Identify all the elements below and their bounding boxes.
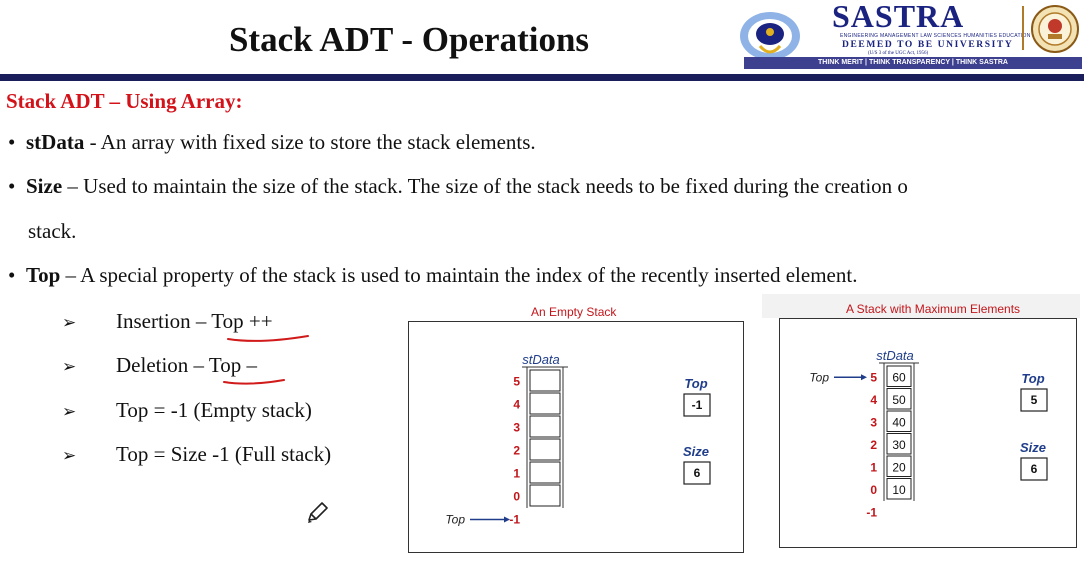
size-field-value: 6 <box>1031 462 1038 476</box>
full-stack-title: A Stack with Maximum Elements <box>846 302 1021 316</box>
handwritten-underline <box>223 335 309 385</box>
stack-index: 0 <box>870 483 877 497</box>
brand-deemed: DEEMED TO BE UNIVERSITY <box>842 40 1014 50</box>
bullet-size: • Size – Used to maintain the size of the… <box>8 174 908 199</box>
slide-title: Stack ADT - Operations <box>228 20 590 59</box>
brand-ugc: (U/S 3 of the UGC Act, 1956) <box>868 51 929 56</box>
section-heading: Stack ADT – Using Array: <box>6 89 243 113</box>
university-emblem-icon <box>740 12 800 60</box>
stack-cell-value: 60 <box>892 370 906 384</box>
stack-cell-value: 40 <box>892 415 906 429</box>
sub-point: ➢ Top = Size -1 (Full stack) <box>62 442 331 467</box>
stack-index: 2 <box>870 438 877 452</box>
stack-index: 4 <box>513 398 520 412</box>
arrow-bullet-icon: ➢ <box>62 446 77 466</box>
sub-point: ➢ Top = -1 (Empty stack) <box>62 398 312 423</box>
stack-cell <box>886 365 912 387</box>
stack-cell <box>529 415 561 438</box>
sub-point-text: Insertion – Top ++ <box>116 309 273 333</box>
top-field-box <box>1020 388 1048 412</box>
stack-index: 5 <box>513 375 520 389</box>
top-field-value: 5 <box>1031 393 1038 407</box>
top-pointer-label: Top <box>809 370 829 384</box>
bullet-text: - An array with fixed size to store the … <box>84 130 536 154</box>
bullet-text: – A special property of the stack is use… <box>60 263 858 287</box>
stack-cell <box>886 433 912 455</box>
arrow-bullet-icon: ➢ <box>62 313 77 333</box>
stack-index: 0 <box>513 490 520 504</box>
stack-index: 4 <box>870 393 877 407</box>
stack-cell-value: 20 <box>892 460 906 474</box>
bullet-top: • Top – A special property of the stack i… <box>8 263 857 288</box>
stack-cell-value: 10 <box>892 483 906 497</box>
stack-index: 2 <box>513 444 520 458</box>
size-field-box <box>1020 457 1048 481</box>
top-pointer-label: Top <box>445 513 465 527</box>
arrow-head-icon <box>504 516 510 523</box>
brand-tagline: THINK MERIT | THINK TRANSPARENCY | THINK… <box>818 59 1008 66</box>
array-label: stData <box>522 352 560 367</box>
stack-cell-value: 50 <box>892 393 906 407</box>
bullet-term: Top <box>26 263 61 287</box>
stack-cell <box>529 392 561 415</box>
stack-index: 1 <box>513 467 520 481</box>
bullet-dot: • <box>8 263 16 287</box>
top-field-label: Top <box>1021 371 1044 386</box>
panel-title-band <box>762 294 1080 318</box>
bullet-term: stData <box>26 130 85 154</box>
sub-point-text: Top = -1 (Empty stack) <box>116 398 312 422</box>
sub-point-text: Top = Size -1 (Full stack) <box>116 442 332 466</box>
stack-cell <box>886 388 912 410</box>
brand-name: SASTRA <box>832 0 965 34</box>
sub-point-text: Deletion – Top – <box>116 353 258 377</box>
header-rule <box>0 74 1084 81</box>
sub-point: ➢ Deletion – Top – <box>62 353 257 378</box>
arrow-bullet-icon: ➢ <box>62 357 77 377</box>
stack-cell <box>529 461 561 484</box>
top-field-value: -1 <box>692 398 703 412</box>
stack-cell <box>529 369 561 392</box>
array-label: stData <box>876 348 914 363</box>
size-field-label: Size <box>1020 440 1046 455</box>
pencil-icon[interactable] <box>304 500 330 526</box>
top-field-box <box>683 393 711 417</box>
stack-cell <box>529 484 561 507</box>
stack-index: 1 <box>870 460 877 474</box>
top-field-label: Top <box>684 376 707 391</box>
sub-point: ➢ Insertion – Top ++ <box>62 309 273 334</box>
size-field-label: Size <box>683 444 709 459</box>
empty-stack-title: An Empty Stack <box>531 305 617 319</box>
logo-divider <box>1022 6 1024 50</box>
bullet-size-continuation: stack. <box>28 219 77 243</box>
bullet-stdata: • stData - An array with fixed size to st… <box>8 130 536 155</box>
stack-index: 3 <box>870 415 877 429</box>
bullet-text: – Used to maintain the size of the stack… <box>62 174 908 198</box>
bullet-dot: • <box>8 174 16 198</box>
arrow-bullet-icon: ➢ <box>62 402 77 422</box>
stack-index: 5 <box>870 370 877 384</box>
seal-icon <box>1031 5 1079 53</box>
empty-stack-panel <box>408 321 744 553</box>
stack-index: 3 <box>513 421 520 435</box>
size-field-value: 6 <box>694 466 701 480</box>
stack-cell-value: 30 <box>892 438 906 452</box>
bullet-term: Size <box>26 174 63 198</box>
stack-cell <box>886 410 912 432</box>
brand-tagline-bar <box>744 57 1082 69</box>
stack-cell <box>529 438 561 461</box>
bullet-dot: • <box>8 130 16 154</box>
size-field-box <box>683 461 711 485</box>
stack-cell <box>886 455 912 477</box>
stack-index: -1 <box>509 513 520 527</box>
arrow-head-icon <box>861 374 867 381</box>
stack-index: -1 <box>866 505 877 519</box>
full-stack-panel <box>779 318 1077 548</box>
stack-cell <box>886 478 912 500</box>
brand-subtitle: ENGINEERING MANAGEMENT LAW SCIENCES HUMA… <box>840 33 1031 39</box>
